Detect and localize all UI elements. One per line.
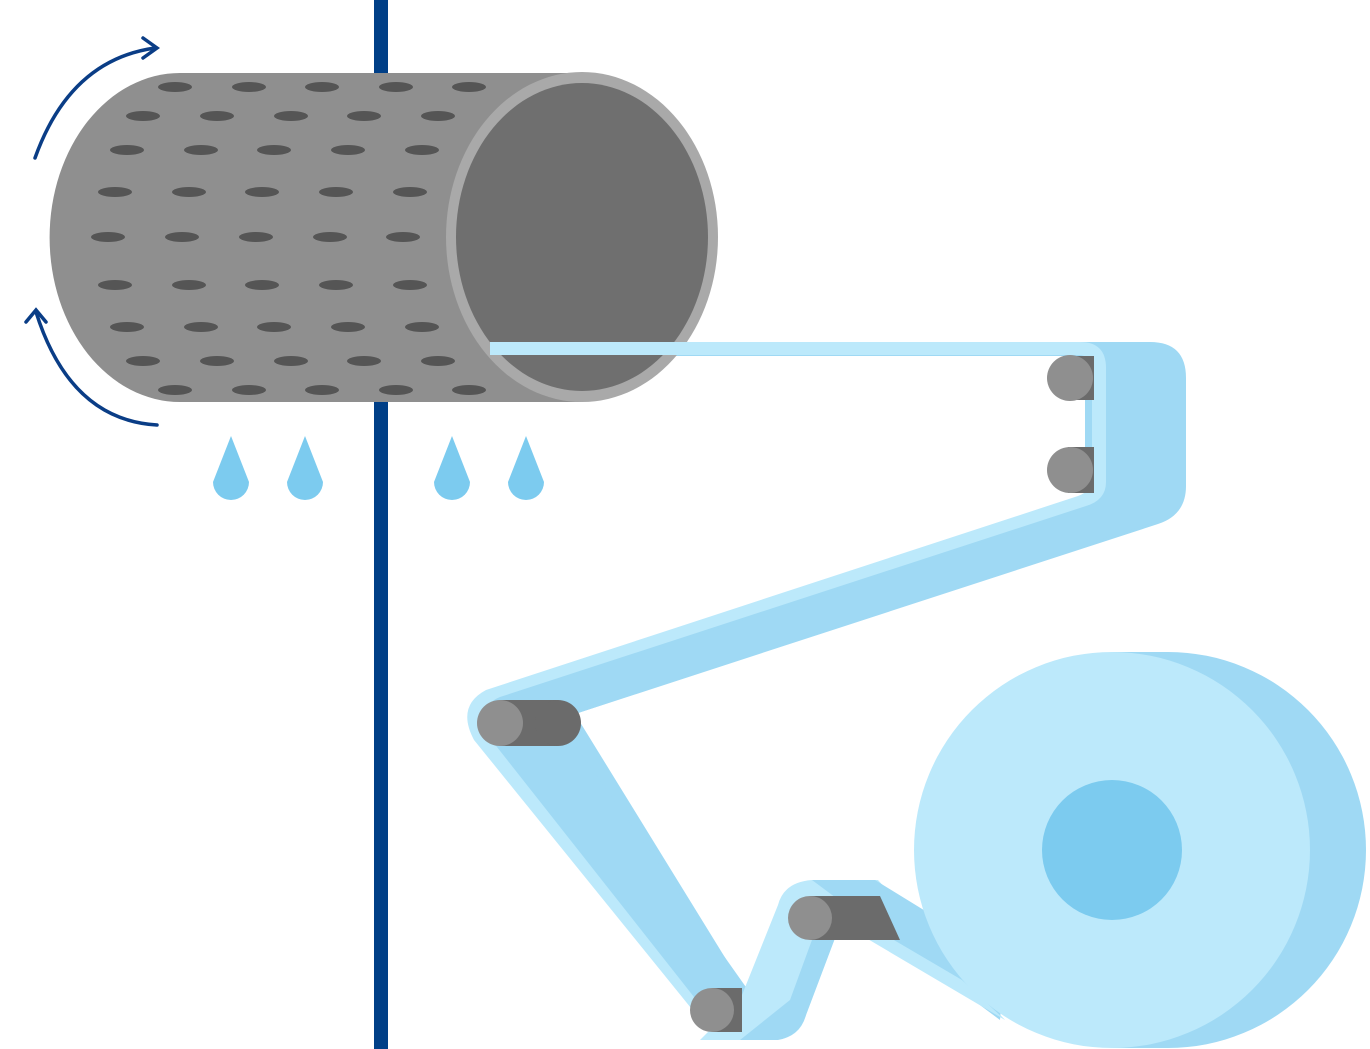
reel-core [1042, 780, 1182, 920]
drum-hole [274, 111, 308, 121]
droplet-icon [508, 436, 544, 500]
droplet-icon [434, 436, 470, 500]
roller-upper [1047, 447, 1094, 493]
droplet-icon [287, 436, 323, 500]
drum-hole [172, 280, 206, 290]
drum-hole [200, 111, 234, 121]
roller-middle [788, 896, 900, 940]
water-droplets [213, 436, 544, 500]
drum-hole [98, 280, 132, 290]
drum-hole [393, 187, 427, 197]
drum-hole [257, 322, 291, 332]
drum-hole [184, 322, 218, 332]
drum-hole [331, 322, 365, 332]
drum-hole [126, 356, 160, 366]
perforated-drum [49, 72, 718, 402]
drum-hole [110, 145, 144, 155]
drum-end [456, 83, 708, 391]
paper-web-zigzag-back [740, 918, 840, 1040]
drum-hole [421, 111, 455, 121]
droplet-icon [213, 436, 249, 500]
drum-hole [158, 82, 192, 92]
drum-hole [405, 145, 439, 155]
paper-web-diagonal [500, 508, 1160, 714]
drum-hole [347, 111, 381, 121]
drum-hole [405, 322, 439, 332]
drum-hole [347, 356, 381, 366]
drum-hole [331, 145, 365, 155]
rotation-arrow-bottom [34, 310, 159, 427]
drum-hole [165, 232, 199, 242]
rotation-arrows [24, 36, 161, 427]
drum-hole [232, 385, 266, 395]
paper-web-from-drum [490, 342, 1080, 355]
paper-web-descent [482, 724, 748, 1030]
drum-hole [421, 356, 455, 366]
drum-hole [245, 187, 279, 197]
drum-hole [245, 280, 279, 290]
arrowhead-bottom [24, 307, 48, 324]
take-up-reel [914, 652, 1366, 1048]
drum-hole [319, 187, 353, 197]
drum-hole [91, 232, 125, 242]
guide-rollers [477, 355, 1094, 1032]
drum-hole [126, 111, 160, 121]
drum-hole [452, 385, 486, 395]
drum-hole [452, 82, 486, 92]
roller-bottom [690, 988, 742, 1032]
drum-hole [313, 232, 347, 242]
drum-hole [172, 187, 206, 197]
drum-hole [274, 356, 308, 366]
drum-hole [98, 187, 132, 197]
drum-hole [305, 82, 339, 92]
roller-top [1047, 355, 1094, 401]
drum-hole [200, 356, 234, 366]
drum-hole [379, 385, 413, 395]
drum-hole [319, 280, 353, 290]
drum-hole [184, 145, 218, 155]
drum-hole [305, 385, 339, 395]
arrowhead-top [141, 36, 161, 60]
paper-web-zigzag [700, 880, 1005, 1040]
drum-hole [158, 385, 192, 395]
drum-hole [386, 232, 420, 242]
rotation-arrow-top [33, 46, 157, 160]
drum-holes [91, 82, 486, 395]
drum-hole [239, 232, 273, 242]
drum-hole [393, 280, 427, 290]
roller-left [477, 700, 581, 746]
drum-hole [232, 82, 266, 92]
drum-hole [379, 82, 413, 92]
drum-hole [110, 322, 144, 332]
drum-hole [257, 145, 291, 155]
